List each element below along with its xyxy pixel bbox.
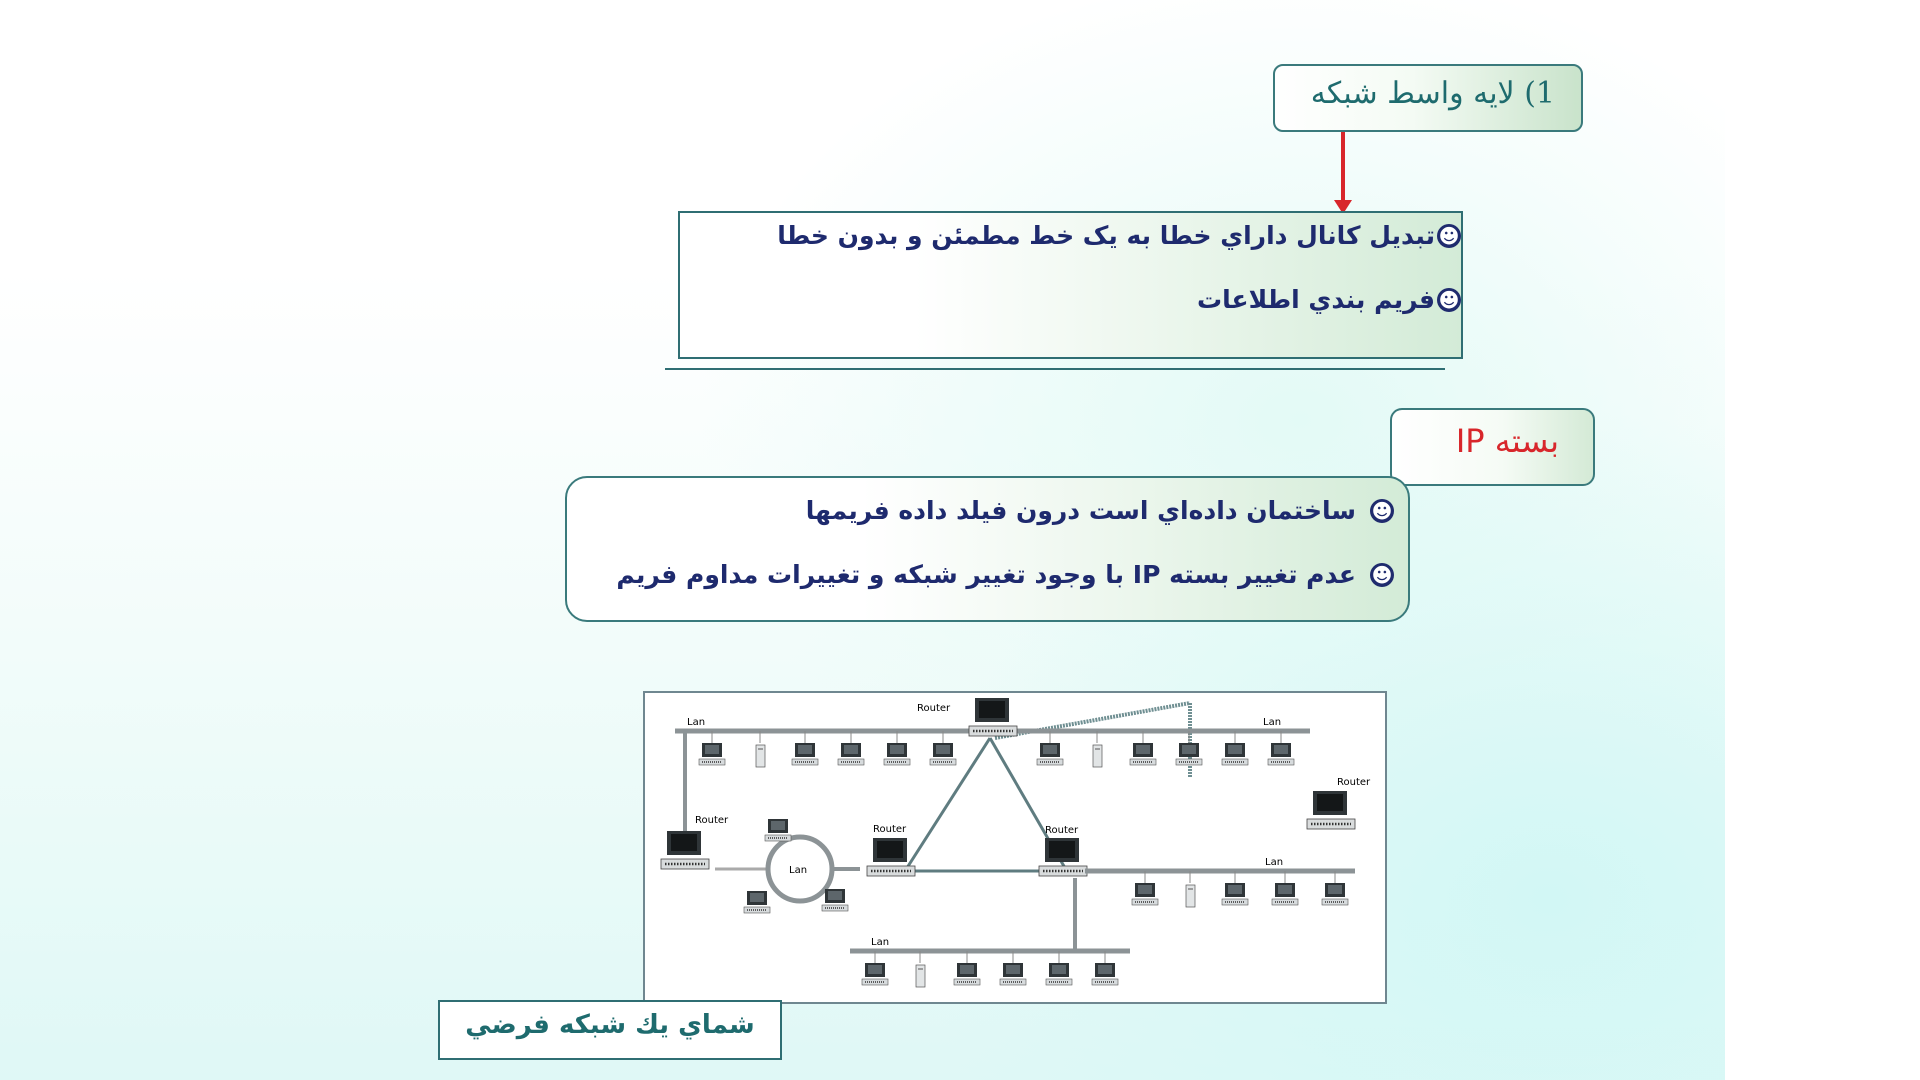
packet-item-text: عدم تغيير بسته IP با وجود تغيير شبكه و ت…	[616, 560, 1356, 589]
packet-description-box: ☻ ساختمان داده‌اي است درون فيلد داده فري…	[565, 476, 1410, 622]
layer-item-text: فريم بندي اطلاعات	[1197, 285, 1435, 314]
lan-label: Lan	[1263, 717, 1281, 728]
packet-item: ☻ عدم تغيير بسته IP با وجود تغيير شبكه و…	[616, 560, 1394, 589]
computer-icon	[821, 888, 849, 912]
router-icon	[1037, 836, 1089, 878]
smiley-bullet-icon: ☻	[1437, 287, 1461, 312]
router-label: Router	[873, 824, 907, 835]
router-icon	[1305, 789, 1357, 831]
router-icon	[865, 836, 917, 878]
smiley-bullet-icon: ☻	[1370, 498, 1394, 523]
packet-title: بسته IP	[1390, 408, 1595, 486]
router-icon	[659, 829, 711, 871]
lan-label: Lan	[789, 865, 807, 876]
computer-icon	[743, 890, 771, 914]
layer-item: ☻ فريم بندي اطلاعات	[1197, 285, 1461, 314]
router-label: Router	[695, 815, 729, 826]
link-triangle-left	[903, 737, 992, 872]
right-lan-nodes	[1131, 871, 1349, 908]
packet-item: ☻ ساختمان داده‌اي است درون فيلد داده فري…	[806, 496, 1394, 525]
top-lan-nodes	[698, 731, 1295, 768]
lan-label: Lan	[1265, 857, 1283, 868]
layer-item: ☻ تبديل كانال داراي خطا به يک خط مطمئن و…	[777, 221, 1461, 250]
computer-icon	[764, 818, 792, 842]
router-icon	[967, 696, 1019, 738]
network-diagram: Lan Lan Router Router Router La	[643, 691, 1387, 1004]
bottom-lan-nodes	[861, 951, 1119, 988]
down-arrow-icon	[1341, 132, 1345, 204]
layer-item-text: تبديل كانال داراي خطا به يک خط مطمئن و ب…	[777, 221, 1435, 250]
layer-title: 1) لايه واسط شبكه	[1273, 64, 1583, 132]
router-label: Router	[917, 703, 951, 714]
lan-label: Lan	[871, 937, 889, 948]
layer-description-box: ☻ تبديل كانال داراي خطا به يک خط مطمئن و…	[678, 211, 1463, 359]
router-label: Router	[1045, 825, 1079, 836]
router-label: Router	[1337, 777, 1371, 788]
diagram-caption: شماي يك شبكه فرضي	[438, 1000, 782, 1060]
smiley-bullet-icon: ☻	[1437, 223, 1461, 248]
lan-label: Lan	[687, 717, 705, 728]
packet-item-text: ساختمان داده‌اي است درون فيلد داده فريمه…	[805, 496, 1356, 525]
smiley-bullet-icon: ☻	[1370, 562, 1394, 587]
divider-line	[665, 368, 1445, 370]
arrow-head	[1334, 200, 1352, 214]
network-diagram-svg: Lan Lan Router Router Router La	[659, 696, 1371, 988]
